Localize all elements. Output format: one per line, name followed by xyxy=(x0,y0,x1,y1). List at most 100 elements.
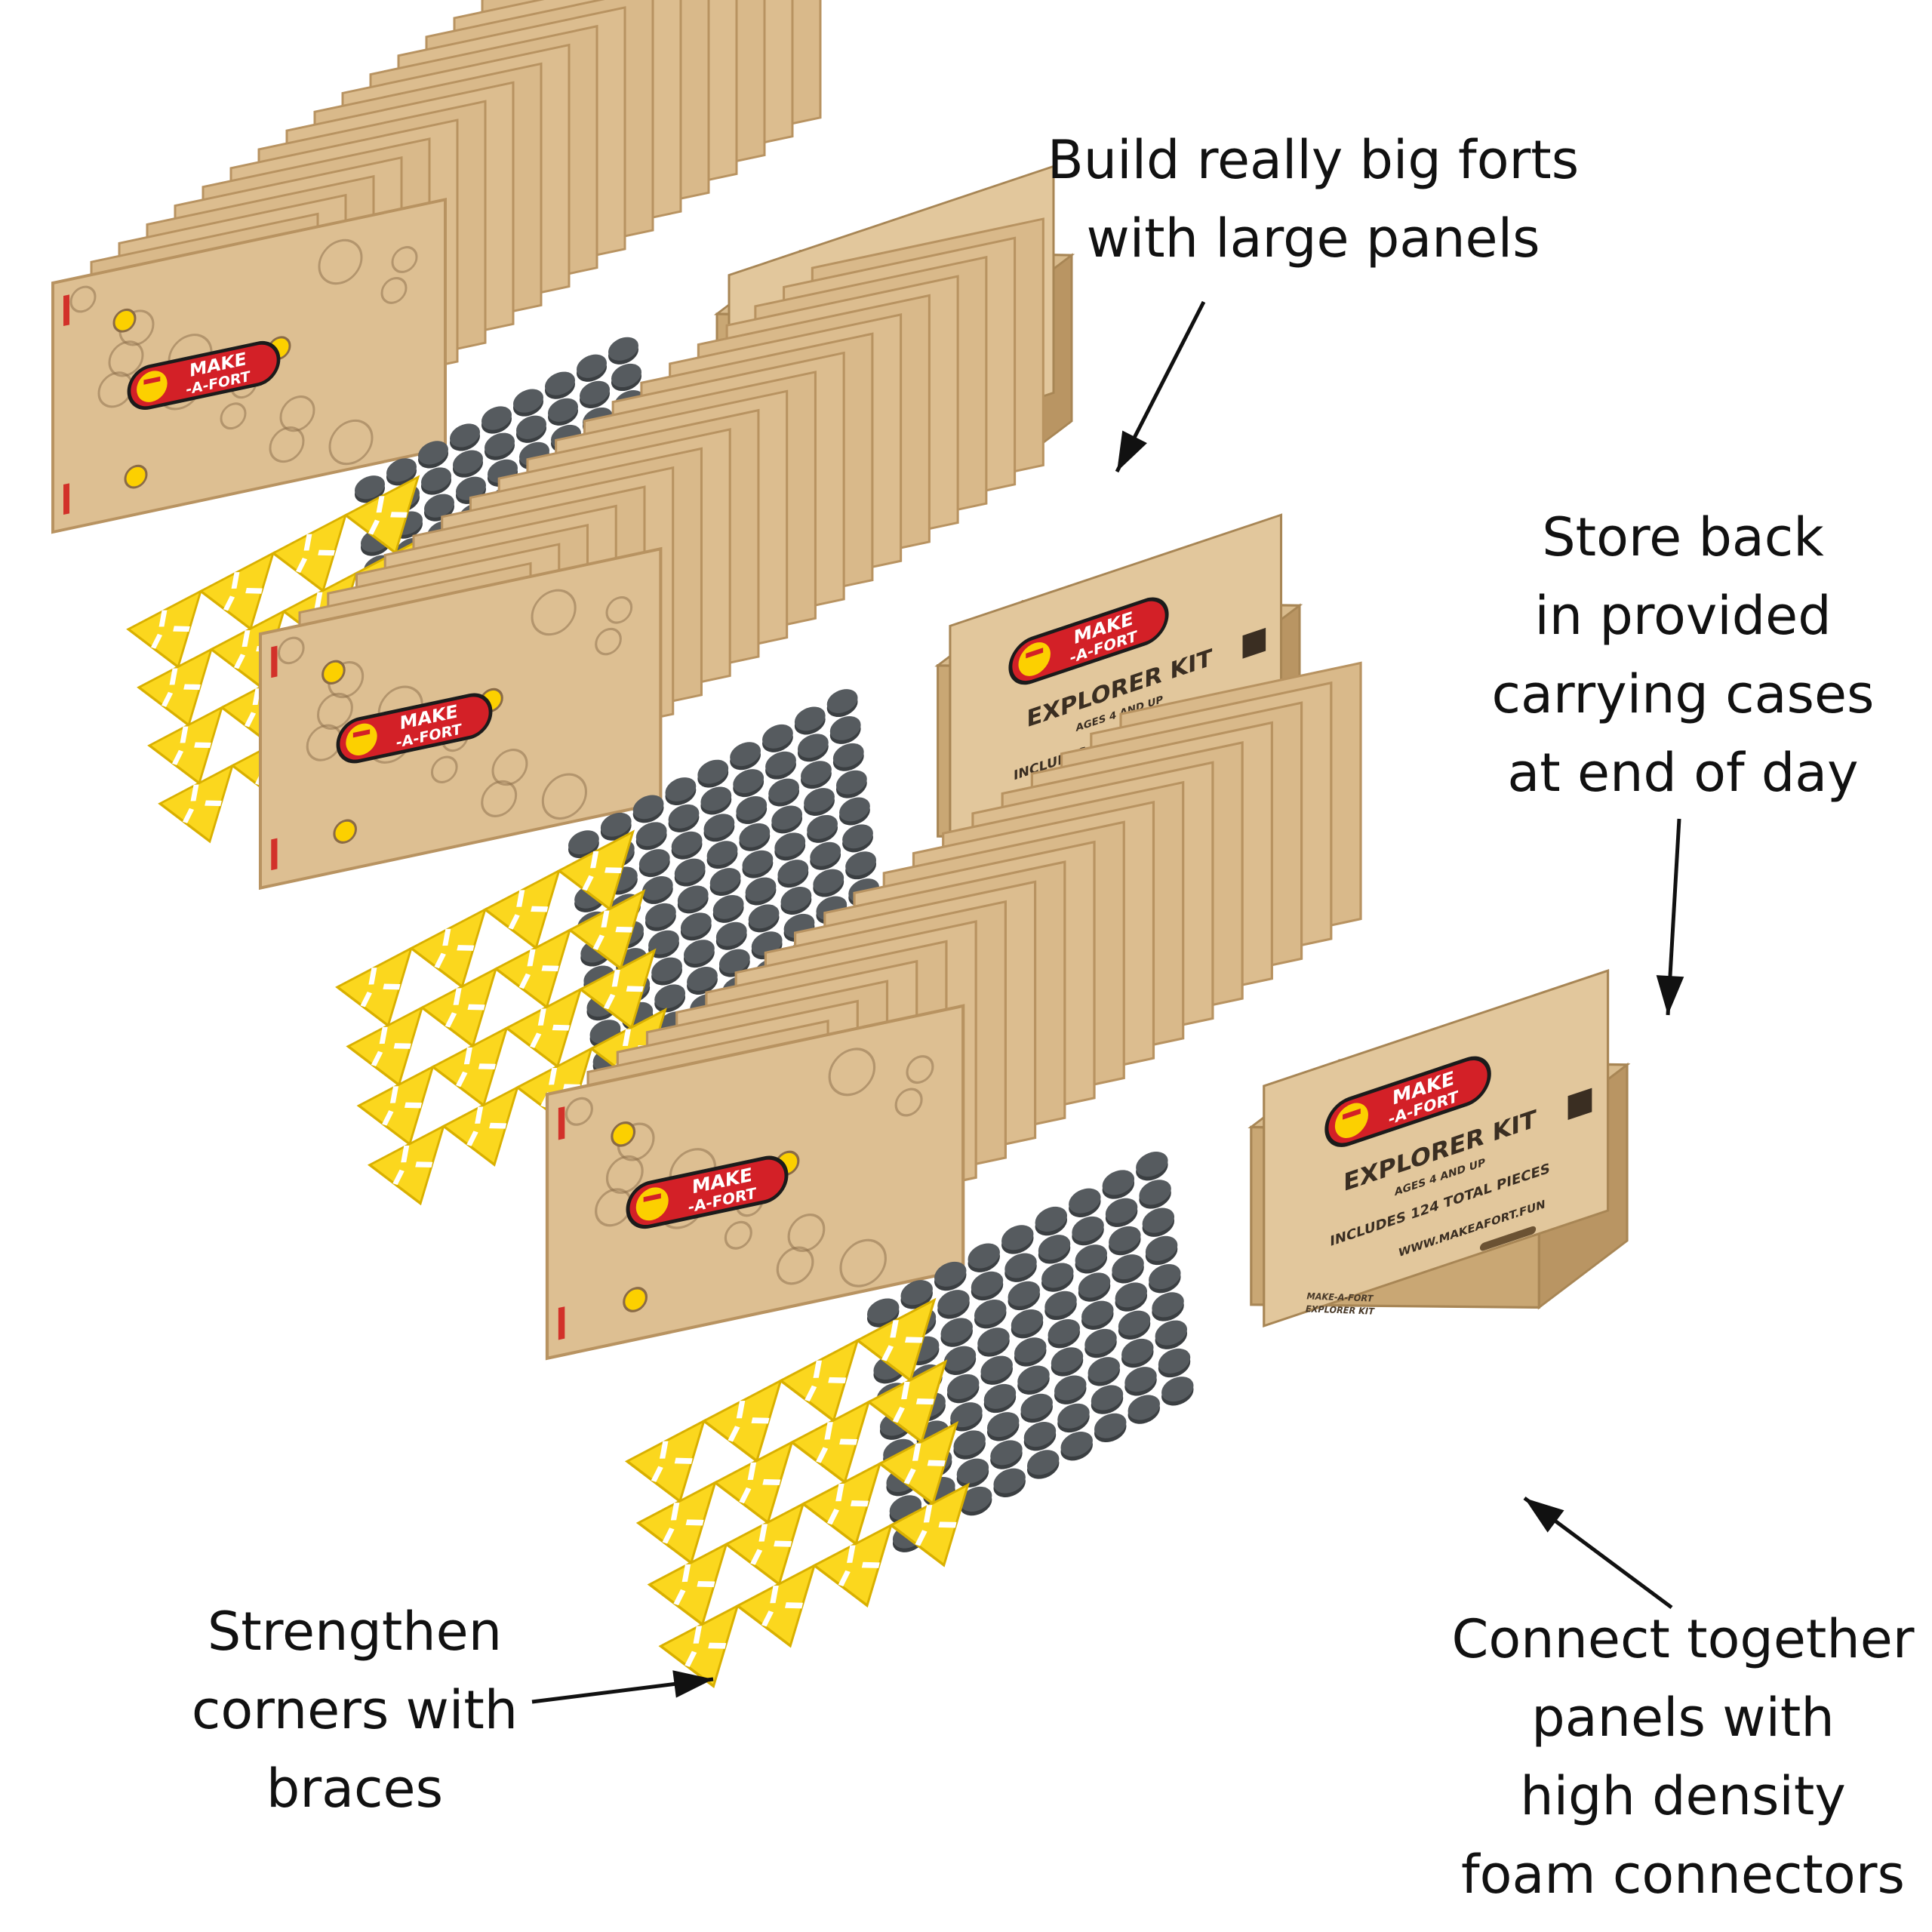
foam-connector xyxy=(1115,1282,1147,1308)
foam-connector xyxy=(730,742,761,767)
doodle-icon xyxy=(776,1246,814,1285)
box-side-text: MAKE-A-FORT xyxy=(1306,1291,1374,1303)
foam-connector xyxy=(635,822,667,847)
foam-connector xyxy=(516,415,546,439)
foam-connector xyxy=(700,786,732,811)
foam-connector xyxy=(832,743,864,768)
foam-connector xyxy=(450,423,480,448)
foam-connector xyxy=(651,957,682,982)
foam-connector xyxy=(835,770,867,795)
foam-connector xyxy=(748,904,780,929)
foam-connector xyxy=(1139,1180,1171,1205)
callout-storage-line: carrying cases xyxy=(1491,663,1875,725)
foam-connector xyxy=(718,949,750,974)
foam-connector xyxy=(733,769,764,793)
doodle-icon xyxy=(724,1220,752,1250)
foam-connector xyxy=(829,716,861,740)
foam-connector xyxy=(355,475,385,500)
doodle-icon xyxy=(380,277,408,304)
callout-connectors: Connect together panels with high densit… xyxy=(1419,1600,1932,1914)
foam-connector xyxy=(940,1318,973,1343)
panel-hole xyxy=(333,819,358,844)
callout-braces: Strengthen corners with braces xyxy=(166,1592,543,1828)
doodle-icon xyxy=(269,426,305,463)
foam-connector xyxy=(674,858,706,883)
panel-hole xyxy=(611,1121,636,1147)
callout-storage-line: Store back xyxy=(1542,506,1824,568)
foam-connector xyxy=(668,804,700,829)
panel-hole xyxy=(321,660,346,685)
foam-connector xyxy=(697,759,729,784)
foam-connector xyxy=(739,823,771,848)
panel-slot xyxy=(558,1106,565,1140)
arrow-head xyxy=(1656,975,1684,1015)
foam-connector xyxy=(839,797,870,822)
callout-storage-line: at end of day xyxy=(1507,742,1859,804)
foam-connector xyxy=(687,967,718,991)
panel-stack: MAKE-A-FORT xyxy=(51,0,822,534)
foam-connector xyxy=(771,805,803,830)
foam-connector xyxy=(977,1327,1010,1353)
foam-connector xyxy=(418,441,448,465)
foam-connector xyxy=(801,761,832,786)
foam-connector xyxy=(712,894,744,919)
foam-connector xyxy=(1091,1385,1124,1411)
foam-connector xyxy=(810,841,841,866)
foam-connector xyxy=(481,406,512,430)
doodle-icon xyxy=(391,246,418,273)
callout-panels-line: with large panels xyxy=(1086,208,1540,269)
foam-connector xyxy=(577,354,607,378)
foam-connector xyxy=(950,1402,983,1428)
foam-connector xyxy=(971,1271,1004,1297)
foam-connector xyxy=(1158,1348,1191,1374)
callout-storage-line: in provided xyxy=(1534,585,1832,647)
panel-slot xyxy=(63,294,69,327)
panel-logo: MAKE-A-FORT xyxy=(127,340,281,411)
foam-connector xyxy=(953,1430,986,1456)
front-panel: MAKE-A-FORT xyxy=(545,1004,965,1361)
foam-connector xyxy=(1017,1365,1050,1391)
foam-connector xyxy=(956,1458,989,1484)
foam-connector xyxy=(1088,1357,1120,1383)
foam-connector xyxy=(1155,1320,1187,1346)
foam-connector xyxy=(456,476,486,500)
box-logo: MAKE-A-FORT xyxy=(1008,597,1169,685)
foam-connector xyxy=(993,1468,1026,1494)
foam-connector xyxy=(1044,1291,1077,1316)
foam-connector xyxy=(1023,1422,1057,1447)
foam-connector xyxy=(638,849,670,873)
foam-connector xyxy=(842,824,873,849)
callout-connectors-line: foam connectors xyxy=(1461,1844,1905,1906)
foam-connector xyxy=(600,812,632,837)
foam-connector xyxy=(1051,1347,1084,1373)
foam-connector xyxy=(959,1486,992,1512)
foam-connector xyxy=(1161,1377,1194,1402)
foam-connector xyxy=(1060,1431,1093,1457)
foam-connector xyxy=(648,930,679,955)
panel-slot xyxy=(558,1306,565,1340)
logo-badge-inner xyxy=(131,344,277,407)
foam-connector xyxy=(1004,1253,1037,1278)
doodle-icon xyxy=(565,1097,593,1126)
doodle-icon xyxy=(828,1048,876,1097)
foam-connector xyxy=(1105,1198,1138,1223)
logo-badge-inner xyxy=(1328,1060,1487,1143)
panel-logo: MAKE-A-FORT xyxy=(336,693,493,764)
doodle-icon xyxy=(318,238,363,285)
foam-connector xyxy=(826,689,858,713)
doodle-icon xyxy=(595,627,622,656)
doodle-icon xyxy=(481,780,518,817)
arrow-panels xyxy=(1115,300,1206,473)
doodle-icon xyxy=(894,1088,923,1117)
panel-hole xyxy=(112,308,137,333)
foam-connector xyxy=(680,912,712,937)
logo-badge-inner xyxy=(1012,601,1165,681)
foam-connector xyxy=(804,788,835,812)
panel-hole xyxy=(124,464,148,489)
callout-storage: Store back in provided carrying cases at… xyxy=(1419,498,1932,812)
foam-connector xyxy=(980,1355,1013,1381)
foam-connector xyxy=(386,458,417,482)
panel-slot xyxy=(271,645,278,678)
